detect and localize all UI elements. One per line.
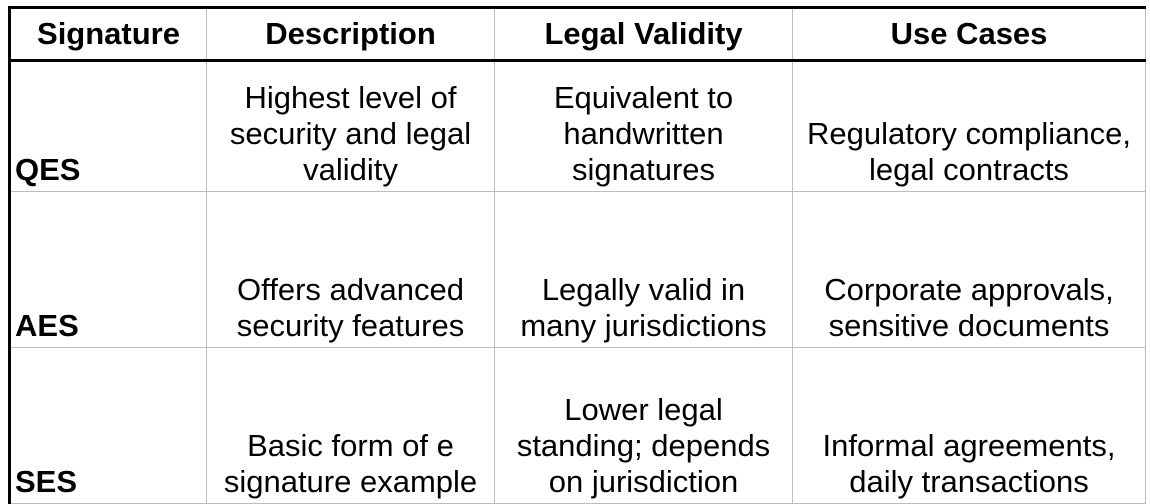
description-cell: Basic form of e signature example: [206, 347, 495, 504]
legal-validity-cell: Legally valid in many jurisdictions: [494, 191, 793, 348]
header-legal-validity: Legal Validity: [494, 6, 793, 62]
use-cases-cell: Regulatory compliance, legal contracts: [792, 60, 1146, 192]
header-signature: Signature: [8, 6, 207, 62]
header-row: Signature Description Legal Validity Use…: [8, 6, 1146, 62]
use-cases-cell: Informal agreements, daily transactions: [792, 347, 1146, 504]
legal-validity-cell: Lower legal standing; depends on jurisdi…: [494, 347, 793, 504]
signature-cell: SES: [8, 347, 207, 504]
signature-cell: QES: [8, 60, 207, 192]
header-use-cases: Use Cases: [792, 6, 1146, 62]
legal-validity-cell: Equivalent to handwritten signatures: [494, 60, 793, 192]
table-row: SES Basic form of e signature example Lo…: [8, 347, 1146, 504]
description-cell: Highest level of security and legal vali…: [206, 60, 495, 192]
signature-cell: AES: [8, 191, 207, 348]
header-description: Description: [206, 6, 495, 62]
signature-comparison-table: Signature Description Legal Validity Use…: [8, 6, 1146, 504]
table-row: AES Offers advanced security features Le…: [8, 191, 1146, 348]
description-cell: Offers advanced security features: [206, 191, 495, 348]
table-row: QES Highest level of security and legal …: [8, 60, 1146, 192]
use-cases-cell: Corporate approvals, sensitive documents: [792, 191, 1146, 348]
